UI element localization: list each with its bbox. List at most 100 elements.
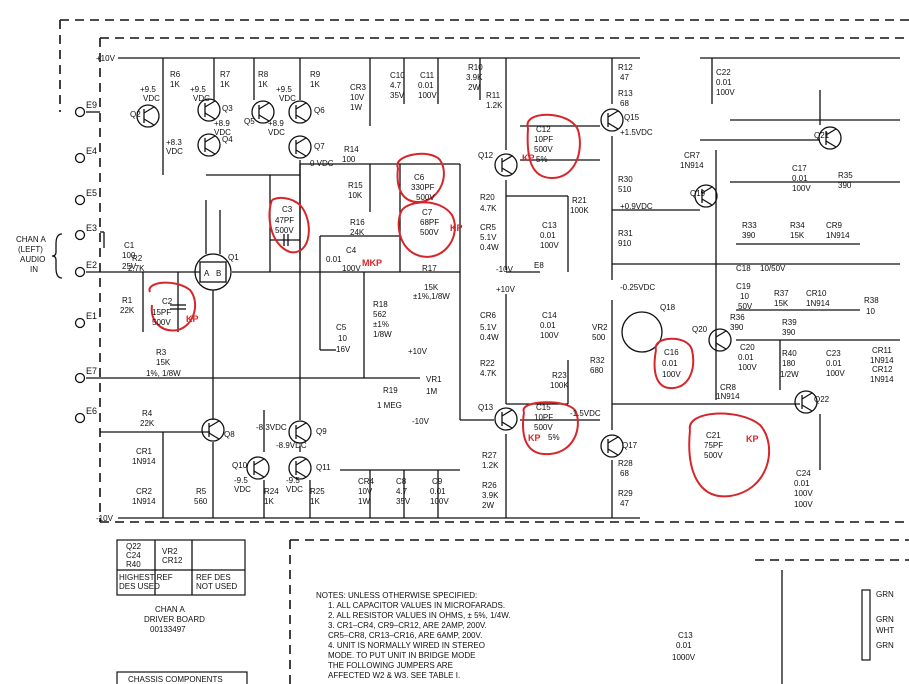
- component-label: R27: [482, 451, 497, 460]
- component-label: -10V: [412, 417, 430, 426]
- component-label: 1.2K: [482, 461, 499, 470]
- component-label: 22K: [120, 306, 135, 315]
- component-label: Q8: [224, 430, 235, 439]
- component-label: Q22: [814, 395, 830, 404]
- component-label: 1N914: [716, 392, 740, 401]
- component-label: 1.2K: [486, 101, 503, 110]
- component-label: C8: [396, 477, 407, 486]
- component-label: R19: [383, 386, 398, 395]
- component-label: -8.9VDC: [276, 441, 307, 450]
- component-label: 1N914: [806, 299, 830, 308]
- component-label: 560: [194, 497, 208, 506]
- component-label: CR12: [872, 365, 893, 374]
- component-label: 15K: [774, 299, 789, 308]
- component-label: C22: [716, 68, 731, 77]
- component-label: 1N914: [870, 356, 894, 365]
- component-label: 16V: [336, 345, 351, 354]
- component-label: R17: [422, 264, 437, 273]
- component-label: C20: [740, 343, 755, 352]
- component-label: +9.5: [276, 85, 292, 94]
- note-line: CR5–CR8, CR13–CR16, ARE 6AMP, 200V.: [328, 631, 482, 640]
- transistors: [136, 98, 842, 480]
- component-label: 1M: [426, 387, 437, 396]
- transistor-symbol: [136, 104, 160, 128]
- component-label: 15K: [156, 358, 171, 367]
- component-label: VDC: [193, 94, 210, 103]
- component-label: 15PF: [152, 308, 171, 317]
- component-label: 180: [782, 359, 796, 368]
- component-label: 500V: [275, 226, 294, 235]
- component-label: C6: [414, 173, 425, 182]
- rail-neg-label: -10V: [96, 514, 114, 523]
- component-label: CR9: [826, 221, 843, 230]
- component-label: -9.5: [286, 476, 300, 485]
- component-label: R38: [864, 296, 879, 305]
- component-label: 100K: [570, 206, 589, 215]
- rail-pos-label: +10V: [96, 54, 116, 63]
- component-label: C13: [678, 631, 693, 640]
- component-label: 500: [592, 333, 606, 342]
- note-line: THE FOLLOWING JUMPERS ARE: [328, 661, 453, 670]
- transistor-symbol: [794, 390, 818, 414]
- note-line: 4. UNIT IS NORMALLY WIRED IN STEREO: [328, 641, 485, 650]
- transistor-symbol: [288, 420, 312, 444]
- wire-color: GRN: [876, 590, 894, 599]
- component-label: Q17: [622, 441, 638, 450]
- red-annotation-label: KP: [186, 314, 199, 324]
- component-label: C14: [542, 311, 557, 320]
- component-label: 0.4W: [480, 243, 499, 252]
- component-label: C11: [420, 71, 435, 80]
- component-label: Q12: [478, 151, 494, 160]
- transistor-symbol: [288, 135, 312, 159]
- component-label: R3: [156, 348, 167, 357]
- component-label: 1/2W: [780, 370, 799, 379]
- component-label: Q4: [222, 135, 233, 144]
- component-label: C17: [792, 164, 807, 173]
- component-label: 100V: [716, 88, 735, 97]
- component-label: 10: [866, 307, 875, 316]
- component-label: Q1: [228, 253, 239, 262]
- transistor-symbol: [197, 98, 221, 122]
- component-label: R15: [348, 181, 363, 190]
- component-label: CR3: [350, 83, 367, 92]
- component-label: +8.3: [166, 138, 182, 147]
- terminal-label: E7: [86, 366, 97, 376]
- transistor-symbol: [818, 126, 842, 150]
- red-annotation-label: KP: [450, 223, 463, 233]
- component-label: Q15: [624, 113, 640, 122]
- component-label: C7: [422, 208, 433, 217]
- component-label: 1K: [170, 80, 180, 89]
- component-label: 0.01: [662, 359, 678, 368]
- component-label: R16: [350, 218, 365, 227]
- component-label: 68: [620, 469, 629, 478]
- component-label: 3.9K: [466, 73, 483, 82]
- component-label: 390: [730, 323, 744, 332]
- component-label: 10PF: [534, 135, 553, 144]
- terminal-e4: E4: [74, 146, 97, 164]
- component-label: VDC: [286, 485, 303, 494]
- component-label: VDC: [279, 94, 296, 103]
- component-label: C9: [432, 477, 443, 486]
- component-label: 0.01: [676, 641, 692, 650]
- transistor-symbol: [288, 100, 312, 124]
- component-label: 390: [838, 181, 852, 190]
- component-label: Q7: [314, 142, 325, 151]
- component-label: VR1: [426, 375, 442, 384]
- component-label: 1/8W: [373, 330, 392, 339]
- terminal-label: E5: [86, 188, 97, 198]
- component-label: 1N914: [680, 161, 704, 170]
- component-label: C10: [390, 71, 405, 80]
- input-label-line: AUDIO: [20, 255, 45, 264]
- component-label: 0.01: [540, 321, 556, 330]
- component-label: VDC: [143, 94, 160, 103]
- component-label: R23: [552, 371, 567, 380]
- component-label: R24: [264, 487, 279, 496]
- component-label: R33: [742, 221, 757, 230]
- component-label: 2W: [468, 83, 480, 92]
- component-label: 2W: [482, 501, 494, 510]
- terminal-e6: E6: [74, 406, 97, 424]
- component-label: 1K: [264, 497, 274, 506]
